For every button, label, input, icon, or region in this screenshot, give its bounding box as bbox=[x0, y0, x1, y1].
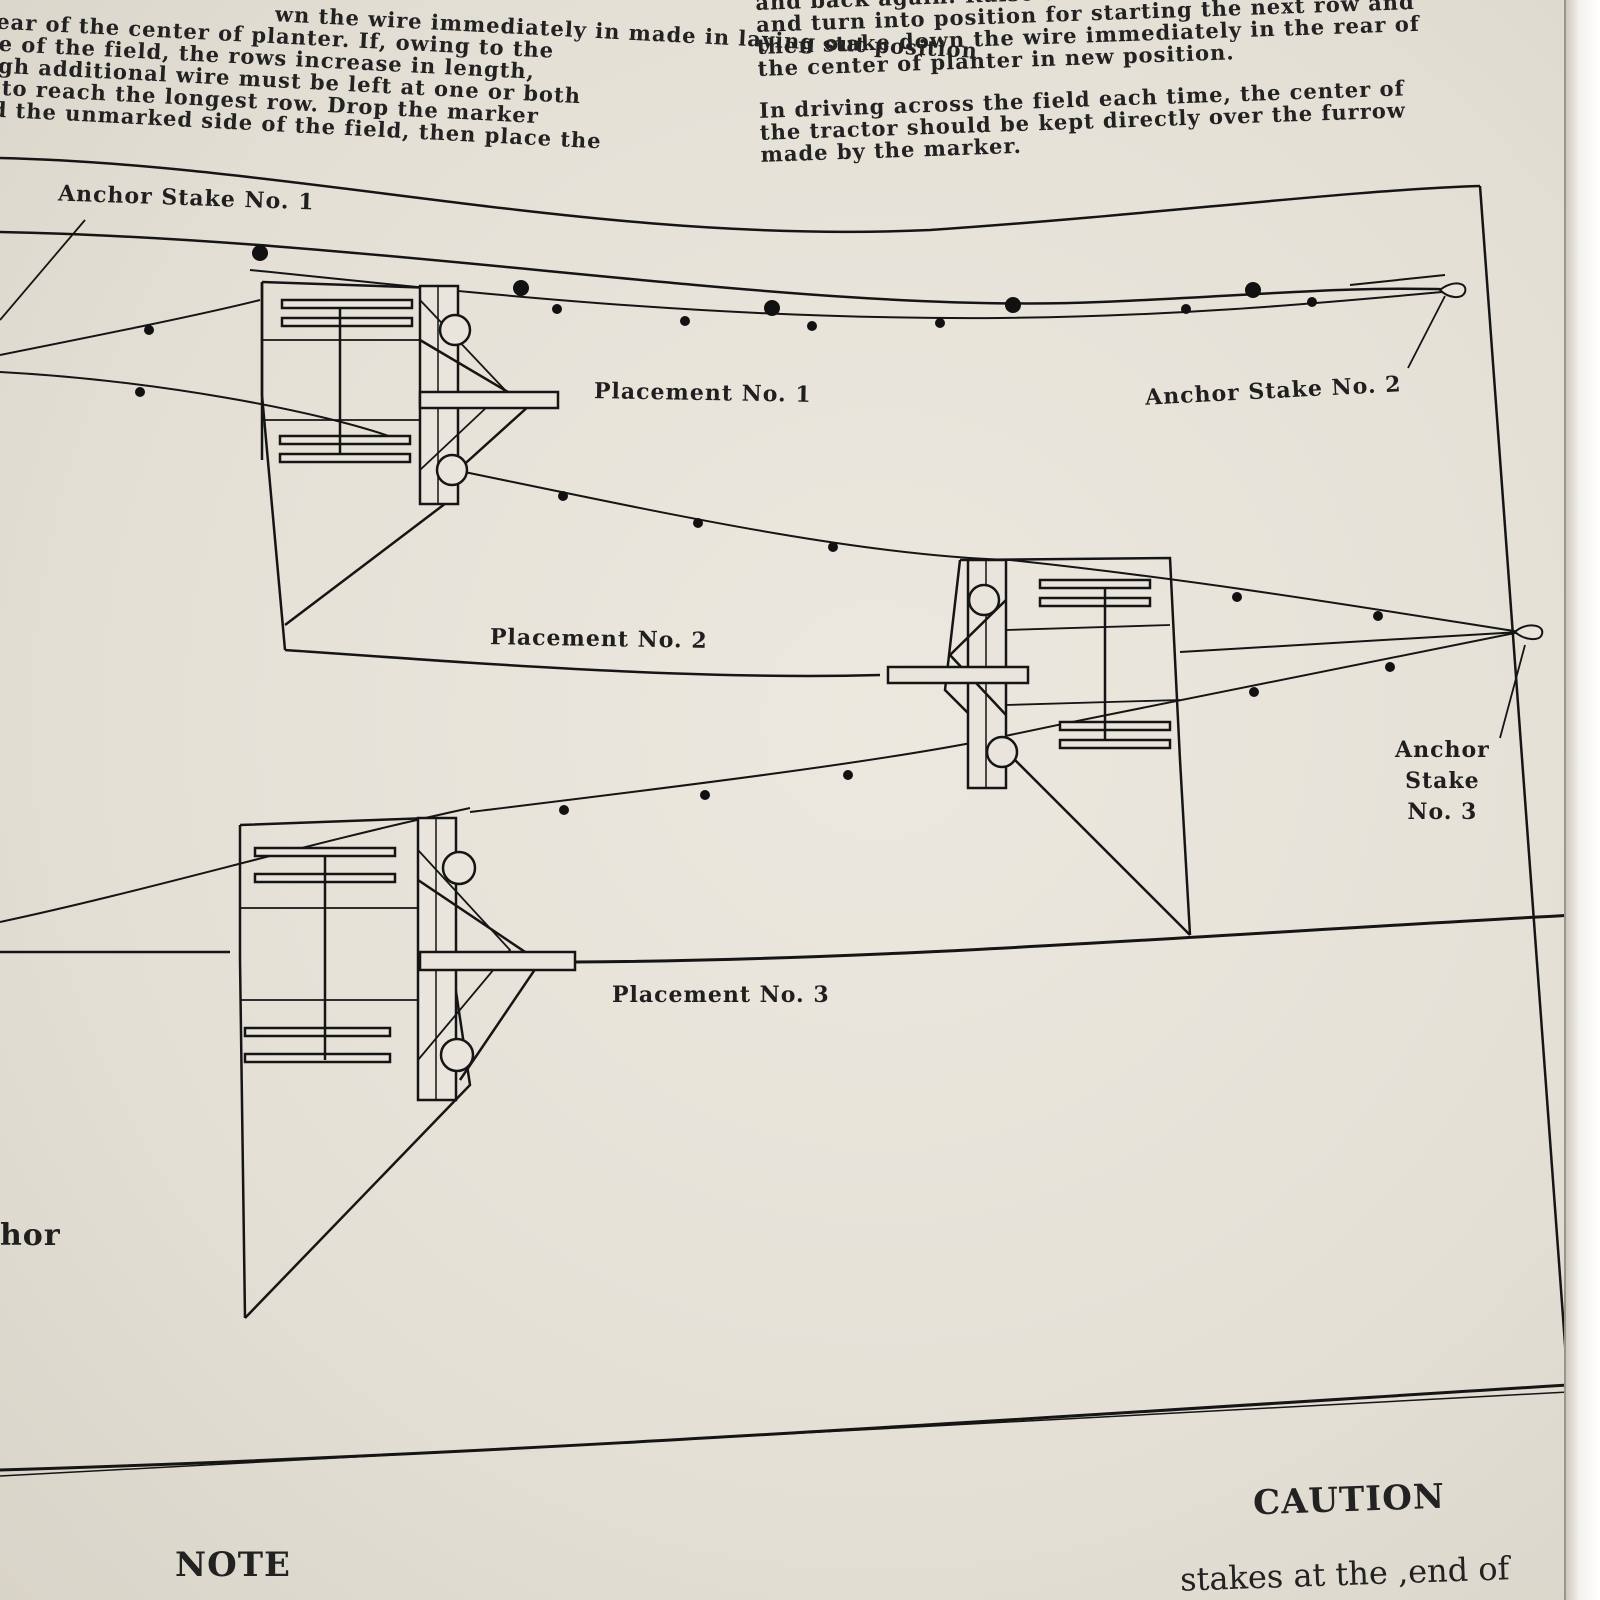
placement-3-label: Placement No. 3 bbox=[612, 982, 830, 1008]
anchor-stake-3-label-line: Stake bbox=[1405, 768, 1480, 794]
wire-anchor3-mid bbox=[1179, 631, 1521, 653]
anchor-stake-3-icon bbox=[1513, 624, 1544, 640]
anchor2-leader bbox=[1407, 295, 1446, 369]
note-heading: NOTE bbox=[175, 1545, 291, 1585]
anchor-partial-label: hor bbox=[0, 1218, 61, 1253]
wire-top bbox=[0, 230, 1466, 305]
anchor-stake-3-label-line: No. 3 bbox=[1407, 799, 1478, 825]
frame-bottom-edge bbox=[0, 1383, 1569, 1472]
wire-top-tail bbox=[1349, 274, 1446, 286]
placement-1-label: Placement No. 1 bbox=[593, 378, 812, 408]
wire-p3-to-anchor3 bbox=[469, 631, 1521, 813]
anchor-stake-2-icon bbox=[1438, 282, 1467, 298]
planter-1 bbox=[260, 280, 560, 651]
placement-2-label: Placement No. 2 bbox=[489, 624, 708, 654]
anchor1-leader bbox=[0, 219, 86, 321]
page-edge bbox=[1564, 0, 1600, 1600]
wire-p3-left bbox=[0, 807, 471, 923]
wire-left-upper bbox=[0, 299, 261, 356]
planter-2 bbox=[886, 556, 1192, 936]
caution-heading: CAUTION bbox=[1252, 1476, 1446, 1524]
wire-left-lower bbox=[0, 371, 401, 441]
anchor-stake-3-label-line: Anchor bbox=[1395, 737, 1490, 763]
frame-right-edge bbox=[1478, 185, 1570, 1386]
frame-top-edge bbox=[0, 156, 1481, 234]
anchor3-leader bbox=[1499, 644, 1526, 739]
wire-marker-dots bbox=[135, 245, 1395, 815]
anchor-stake-3-label: Anchor Stake No. 3 bbox=[1395, 735, 1490, 828]
wire-p2-base bbox=[284, 648, 881, 678]
planter-3 bbox=[238, 816, 577, 1319]
frame-bottom-rule bbox=[0, 1391, 1569, 1477]
wire-p3-baseline bbox=[574, 913, 1576, 964]
